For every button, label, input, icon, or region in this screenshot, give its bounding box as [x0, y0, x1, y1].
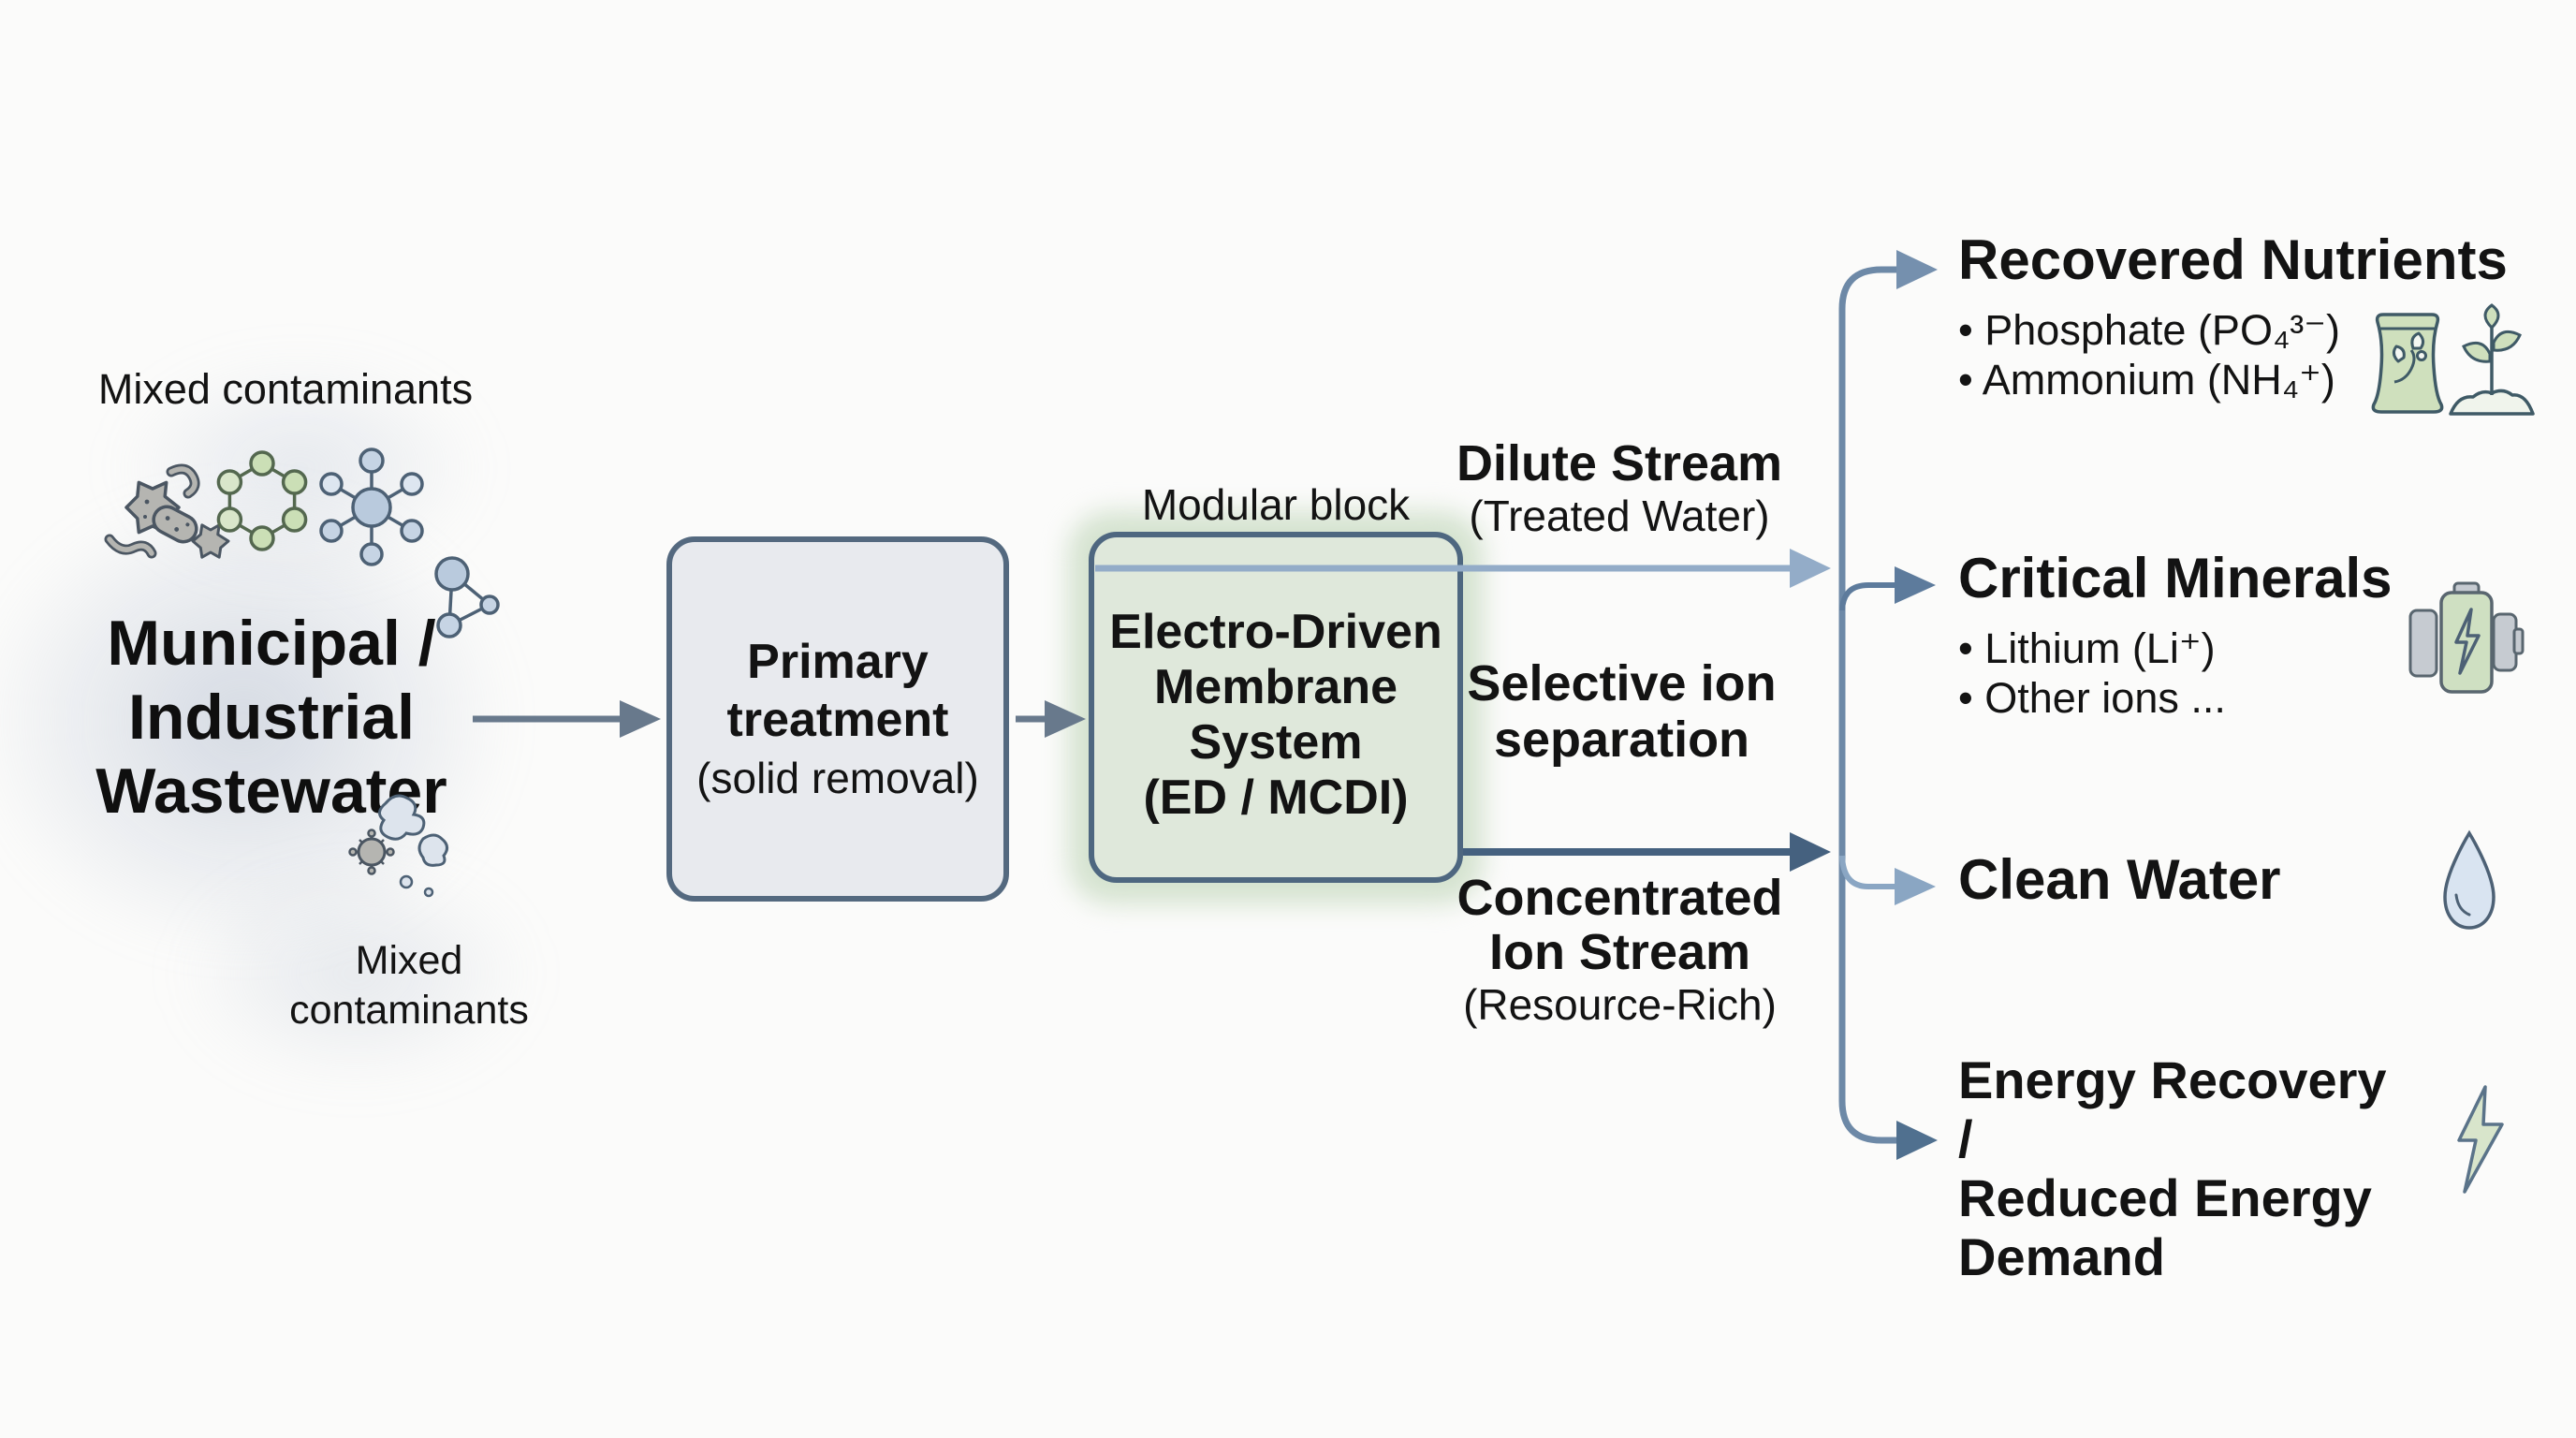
- clean-water-title: Clean Water: [1958, 848, 2281, 911]
- arrowhead-to-energy-recovery: [1896, 1121, 1938, 1160]
- primary-treatment-label: treatment: [726, 693, 949, 747]
- microbes-icon: [104, 463, 230, 559]
- source-title-line: Industrial: [127, 682, 416, 753]
- concentrated-stream-title: Ion Stream: [1488, 924, 1751, 980]
- dilute-stream-label: Dilute Stream (Treated Water): [1446, 436, 1793, 541]
- mixed-contaminants-bottom-line: Mixed: [355, 938, 463, 983]
- concentrated-stream-title: Concentrated: [1456, 870, 1783, 926]
- charge-bolt-icon: [2454, 608, 2481, 675]
- output-recovered-nutrients: Recovered Nutrients • Phosphate (PO₄³⁻) …: [1958, 230, 2539, 404]
- critical-minerals-title: Critical Minerals: [1958, 547, 2393, 609]
- output-clean-water: Clean Water: [1958, 850, 2351, 910]
- membrane-box-label: (ED / MCDI): [1143, 770, 1409, 825]
- nutrients-bullet: • Phosphate (PO₄³⁻): [1958, 306, 2341, 354]
- mixed-contaminants-bottom-label: Mixed contaminants: [259, 936, 559, 1035]
- virus-and-particles-icon: [348, 794, 448, 898]
- mixed-contaminants-bottom-line: contaminants: [289, 988, 529, 1033]
- branch-to-critical-minerals: [1839, 582, 1896, 611]
- dilute-stream-note: (Treated Water): [1469, 492, 1770, 540]
- energy-recovery-line: Reduced Energy: [1958, 1168, 2372, 1227]
- amoeba-blob-icon: [378, 794, 426, 841]
- fertilizer-bag-icon: [2371, 313, 2444, 414]
- energy-recovery-line: Demand: [1958, 1227, 2165, 1286]
- water-droplet-icon: [2443, 829, 2496, 930]
- selective-ion-separation-label: Selective ion separation: [1460, 655, 1783, 768]
- battery-icon: [2408, 581, 2525, 694]
- particle-dot-icon: [399, 874, 414, 889]
- primary-treatment-note: (solid removal): [696, 754, 979, 802]
- arrowhead-primary-to-membrane: [1045, 700, 1086, 738]
- contaminant-cluster-icon: [104, 448, 500, 638]
- arrowhead-to-critical-minerals: [1895, 566, 1936, 604]
- molecule-triangle-icon: [434, 556, 500, 638]
- modular-block-label: Modular block: [1141, 480, 1411, 529]
- nutrients-bullet: • Ammonium (NH₄⁺): [1958, 356, 2335, 404]
- particle-dot-icon: [423, 887, 434, 898]
- recovered-nutrients-title: Recovered Nutrients: [1958, 228, 2508, 291]
- branch-to-clean-water: [1839, 855, 1896, 889]
- molecule-ring-icon: [216, 450, 308, 551]
- electro-driven-membrane-box: Electro-Driven Membrane System (ED / MCD…: [1089, 532, 1463, 883]
- output-energy-recovery: Energy Recovery / Reduced Energy Demand: [1958, 1050, 2408, 1286]
- plant-sprout-icon: [2449, 303, 2535, 416]
- concentrated-stream-note: (Resource-Rich): [1463, 980, 1777, 1029]
- dilute-stream-title: Dilute Stream: [1456, 435, 1783, 492]
- arrowhead-to-recovered-nutrients: [1896, 250, 1938, 289]
- output-critical-minerals: Critical Minerals • Lithium (Li⁺) • Othe…: [1958, 549, 2426, 723]
- mixed-contaminants-top-label: Mixed contaminants: [97, 365, 474, 413]
- selective-ion-line: Selective ion: [1467, 655, 1777, 712]
- arrowhead-to-clean-water: [1895, 868, 1936, 905]
- selective-ion-line: separation: [1493, 712, 1750, 768]
- minerals-bullet: • Lithium (Li⁺): [1958, 624, 2216, 672]
- lightning-bolt-icon: [2457, 1085, 2504, 1194]
- membrane-box-label: System: [1189, 714, 1363, 770]
- concentrated-stream-arrowhead: [1790, 832, 1831, 872]
- concentrated-ion-stream-label: Concentrated Ion Stream (Resource-Rich): [1449, 871, 1791, 1030]
- membrane-box-label: Membrane: [1153, 659, 1398, 714]
- primary-treatment-label: Primary: [747, 635, 929, 689]
- molecule-star-icon: [319, 448, 424, 566]
- primary-treatment-box: Primary treatment (solid removal): [666, 536, 1009, 902]
- minerals-bullet: • Other ions ...: [1958, 674, 2226, 722]
- membrane-box-label: Electro-Driven: [1109, 604, 1442, 659]
- dilute-stream-arrowhead: [1790, 549, 1831, 588]
- arrowhead-wastewater-to-primary: [620, 700, 661, 738]
- energy-recovery-line: Energy Recovery /: [1958, 1050, 2387, 1168]
- leaf-motif-icon: [2392, 331, 2427, 384]
- distribution-trunk-line: [1838, 266, 1898, 1144]
- amoeba-blob-icon: [417, 833, 448, 867]
